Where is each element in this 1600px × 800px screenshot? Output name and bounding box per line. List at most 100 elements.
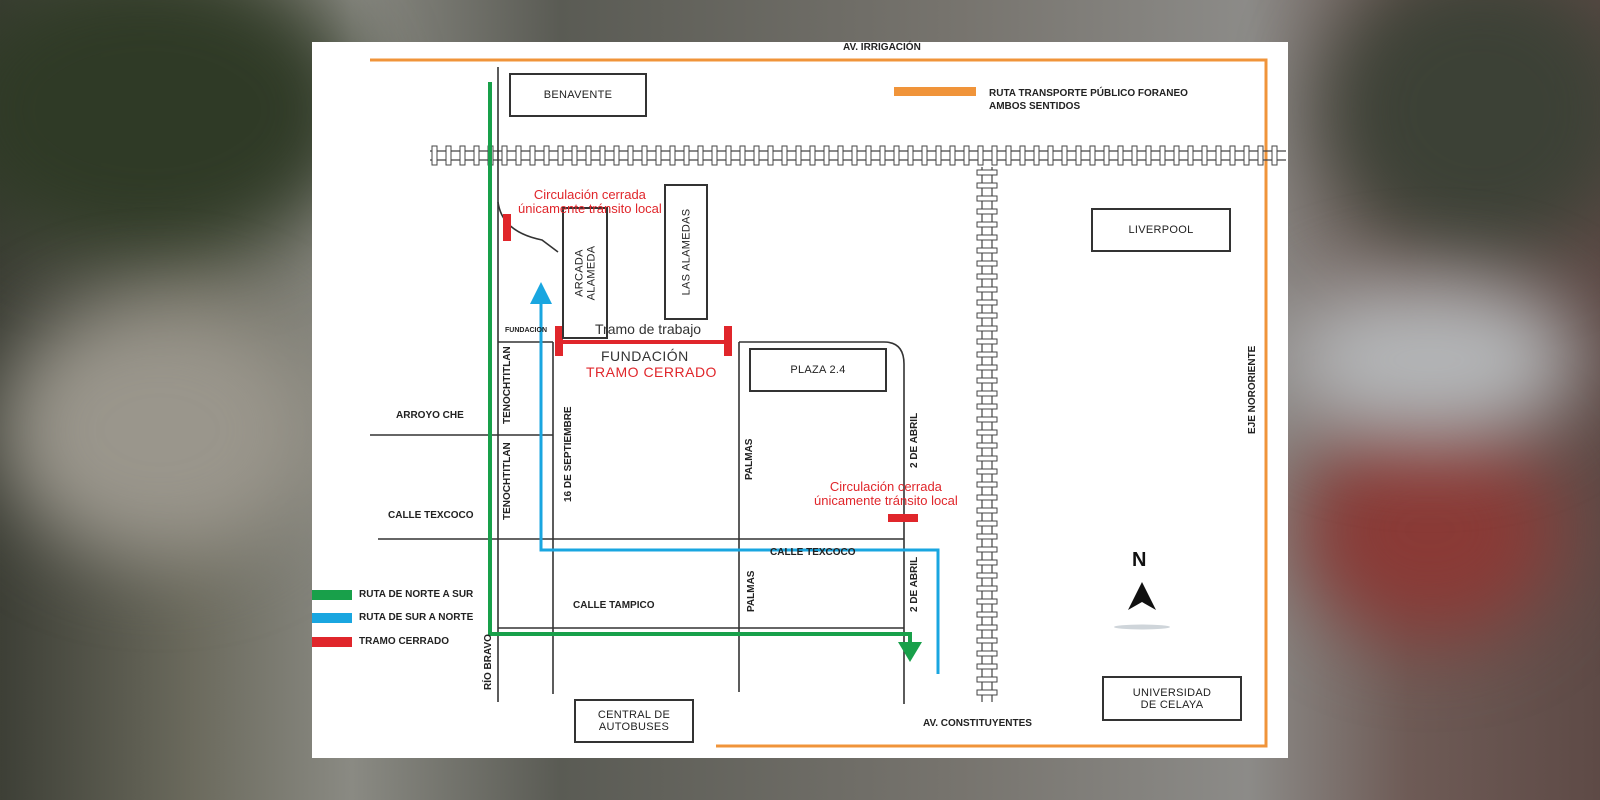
- label-16-de-septiembre: 16 DE SEPTIEMBRE: [563, 406, 574, 502]
- street-2-de-abril: [739, 341, 905, 704]
- streets: [370, 67, 905, 704]
- label-arroyo-che: ARROYO CHE: [396, 410, 464, 421]
- rail-tie: [655, 145, 662, 166]
- green-route-arrow: [898, 642, 922, 662]
- rail-tie: [976, 299, 998, 306]
- label-calle-tampico: CALLE TAMPICO: [573, 600, 655, 611]
- legend-red-text: TRAMO CERRADO: [359, 636, 449, 647]
- rail-tie: [753, 145, 760, 166]
- legend-blue-text: RUTA DE SUR A NORTE: [359, 612, 474, 623]
- rail-tie: [683, 145, 690, 166]
- label-2-de-abril-1: 2 DE ABRIL: [909, 412, 920, 468]
- rail-tie: [976, 169, 998, 176]
- rail-tie: [1047, 145, 1054, 166]
- legend-green-swatch: [312, 590, 352, 600]
- rail-tie: [976, 520, 998, 527]
- rail-tie: [627, 145, 634, 166]
- background-blur: [0, 0, 360, 260]
- label-fundacion-small: FUNDACION: [505, 327, 547, 334]
- rail-tie: [1215, 145, 1222, 166]
- rail-tie: [641, 145, 648, 166]
- legend-orange-line: RUTA TRANSPORTE PÚBLICO FORANEO: [989, 88, 1188, 99]
- label-2-de-abril-2: 2 DE ABRIL: [909, 556, 920, 612]
- compass-shadow: [1114, 624, 1170, 630]
- rail-tie: [976, 572, 998, 579]
- railway-horizontal-ties: [431, 145, 1278, 166]
- rail-tie: [767, 145, 774, 166]
- place-label: UNIVERSIDAD DE CELAYA: [1132, 686, 1212, 711]
- background-blur: [1300, 420, 1560, 640]
- rail-tie: [809, 145, 816, 166]
- rail-tie: [879, 145, 886, 166]
- rail-tie: [907, 145, 914, 166]
- rail-tie: [445, 145, 452, 166]
- rail-tie: [976, 221, 998, 228]
- place-liverpool: LIVERPOOL: [1091, 208, 1231, 252]
- rail-tie: [1061, 145, 1068, 166]
- place-universidad-celaya: UNIVERSIDAD DE CELAYA: [1102, 676, 1242, 721]
- rail-tie: [1103, 145, 1110, 166]
- legend-orange-line: AMBOS SENTIDOS: [989, 101, 1081, 112]
- rail-tie: [851, 145, 858, 166]
- rail-tie: [431, 145, 438, 166]
- place-las-alamedas: LAS ALAMEDAS: [664, 184, 708, 320]
- rail-tie: [1075, 145, 1082, 166]
- rail-tie: [976, 416, 998, 423]
- closure-note-line: únicamente tránsito local: [518, 201, 662, 216]
- legend-blue-swatch: [312, 613, 352, 623]
- legend-red-swatch: [312, 637, 352, 647]
- rail-tie: [976, 624, 998, 631]
- rail-tie: [893, 145, 900, 166]
- rail-tie: [976, 494, 998, 501]
- rail-tie: [976, 442, 998, 449]
- rail-tie: [976, 377, 998, 384]
- rail-tie: [976, 286, 998, 293]
- rail-tie: [795, 145, 802, 166]
- rail-tie: [976, 273, 998, 280]
- rail-tie: [976, 234, 998, 241]
- rail-tie: [1243, 145, 1250, 166]
- rail-tie: [1019, 145, 1026, 166]
- compass-arrow: [1128, 582, 1156, 610]
- rail-tie: [976, 260, 998, 267]
- rail-tie: [976, 585, 998, 592]
- rail-tie: [976, 468, 998, 475]
- rail-tie: [935, 145, 942, 166]
- rail-tie: [991, 145, 998, 166]
- label-calle-texcoco-mid: CALLE TEXCOCO: [770, 547, 856, 558]
- rail-tie: [1271, 145, 1278, 166]
- rail-tie: [976, 481, 998, 488]
- closure-note-line: únicamente tránsito local: [814, 493, 958, 508]
- label-calle-texcoco-left: CALLE TEXCOCO: [388, 510, 474, 521]
- rail-tie: [1229, 145, 1236, 166]
- rail-tie: [613, 145, 620, 166]
- rail-tie: [976, 533, 998, 540]
- place-label: PLAZA 2.4: [790, 364, 846, 376]
- rail-tie: [976, 364, 998, 371]
- place-label: ARCADA ALAMEDA: [573, 245, 598, 301]
- rail-tie: [976, 247, 998, 254]
- rail-tie: [976, 611, 998, 618]
- rail-tie: [543, 145, 550, 166]
- rail-tie: [976, 546, 998, 553]
- rail-tie: [1201, 145, 1208, 166]
- blue-route: [539, 300, 940, 674]
- label-palmas-1: PALMAS: [744, 438, 755, 480]
- rail-tie: [669, 145, 676, 166]
- place-label: CENTRAL DE AUTOBUSES: [597, 709, 671, 733]
- rail-tie: [1131, 145, 1138, 166]
- rail-tie: [976, 455, 998, 462]
- rail-tie: [697, 145, 704, 166]
- rail-tie: [823, 145, 830, 166]
- compass-north-label: N: [1132, 549, 1147, 571]
- closure-note-line: Circulación cerrada: [533, 187, 646, 202]
- rail-tie: [725, 145, 732, 166]
- place-benavente: BENAVENTE: [509, 73, 647, 117]
- rail-tie: [1145, 145, 1152, 166]
- rail-tie: [1117, 145, 1124, 166]
- rail-tie: [529, 145, 536, 166]
- railway-vertical-ties: [976, 169, 998, 696]
- green-route: [488, 82, 912, 644]
- place-plaza-24: PLAZA 2.4: [749, 348, 887, 392]
- rail-tie: [976, 598, 998, 605]
